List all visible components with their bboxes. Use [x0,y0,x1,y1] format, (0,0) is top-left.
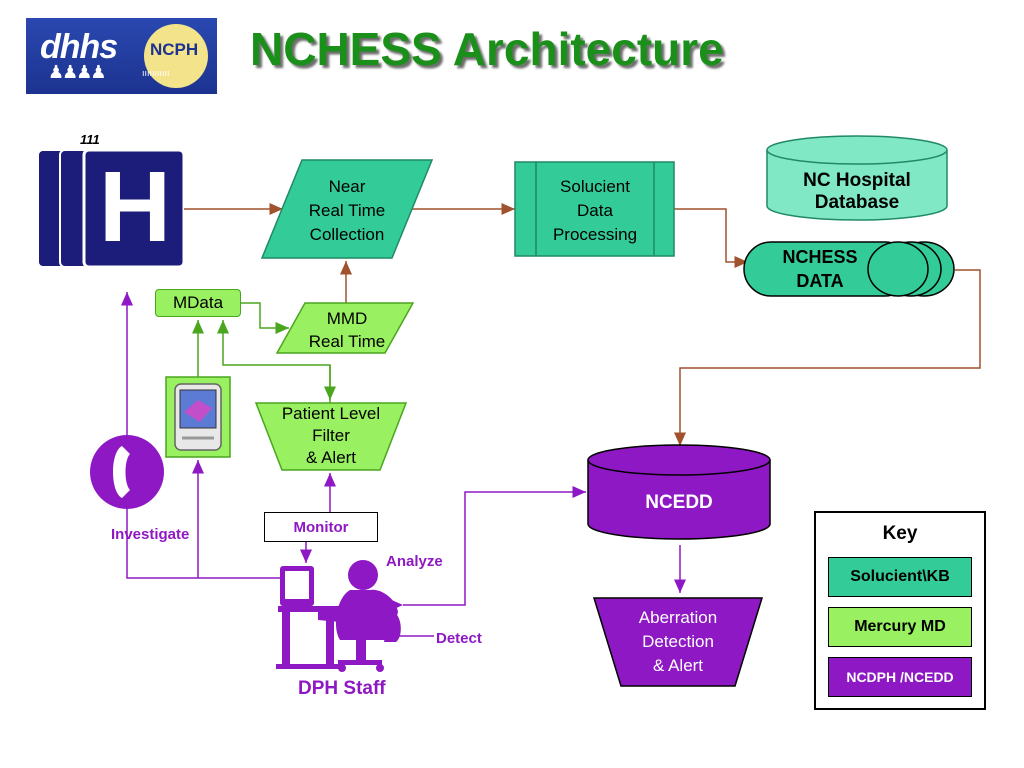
nc-hospital-database-label: NC Hospital Database [803,170,911,213]
pda-device-icon [165,376,231,458]
people-figures-icon: ♟♟♟♟ [48,62,107,82]
solucient-processing-shape [514,161,675,257]
key-item-mercury-md: Mercury MD [828,607,972,647]
line-investigate-to-staff [126,509,286,579]
legend-key: Key Solucient\KB Mercury MD NCDPH /NCEDD [814,511,986,710]
ncph-logo-text: NCPH [150,40,199,59]
arrow-mdata-to-mmd [241,302,289,334]
arrow-solucient-to-nchess [674,208,748,268]
aberration-detection-shape [592,597,764,687]
nc-hospital-database-shape [766,135,948,221]
page-title: NCHESS Architecture [250,23,724,75]
nchess-data-label: NCHESS DATA [782,247,858,291]
dph-staff-desk-icon [276,560,401,672]
phone-icon [90,435,164,509]
dph-staff-label: DPH Staff [298,678,386,699]
dhhs-ncph-logo: dhhs ♟♟♟♟ NCPH ııııııııııı [26,18,217,94]
aberration-detection-label: Aberration Detection & Alert [638,608,718,675]
solucient-processing-label: Solucient Data Processing [552,177,638,244]
mmd-real-time-label: MMD Real Time [308,309,386,351]
arrow-staff-ncedd [389,486,586,611]
near-real-time-collection-label: Near Real Time Collection [308,177,386,244]
dhhs-logo-text: dhhs [40,28,118,66]
patient-filter-shape [254,402,408,471]
ncph-sun-icon [144,24,208,88]
key-item-ncdph-ncedd: NCDPH /NCEDD [828,657,972,697]
ncph-figures-icon: ııııııııııı [142,68,170,78]
analyze-label: Analyze [386,553,443,570]
monitor-box: Monitor [264,512,378,542]
ncedd-database-shape [587,444,771,540]
patient-filter-label: Patient Level Filter & Alert [281,404,381,467]
mdata-box: MData [155,289,241,317]
key-item-solucient: Solucient\KB [828,557,972,597]
ncedd-label: NCEDD [645,492,713,513]
key-title: Key [882,523,918,544]
hospital-sign-number: 111 [80,132,100,147]
hospital-sign-icon [37,148,186,269]
arrow-nchess-to-ncedd [674,269,981,446]
mmd-real-time-shape [275,302,415,354]
investigate-label: Investigate [111,526,190,543]
detect-label: Detect [436,630,482,647]
hospital-sign-letter: H [98,151,172,263]
near-real-time-collection-shape [260,159,434,259]
nchess-data-shape [743,241,955,297]
